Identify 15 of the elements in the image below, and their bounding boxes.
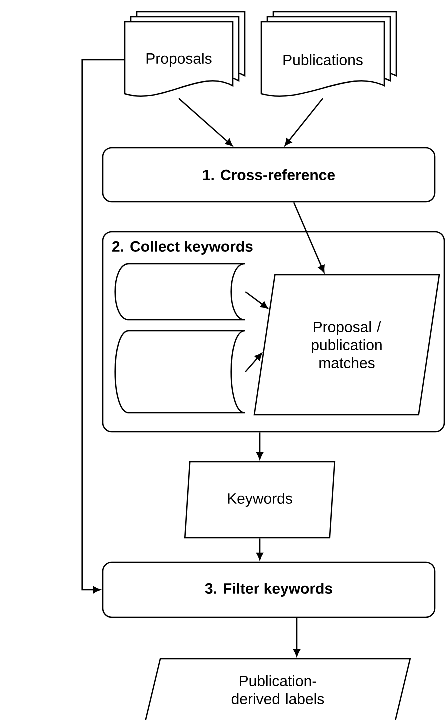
arrow	[245, 353, 262, 372]
arrow	[256, 538, 264, 560]
arrow	[284, 98, 324, 146]
arrow	[256, 432, 264, 460]
process-box: 1. Cross-reference	[102, 147, 436, 203]
arrow	[245, 291, 268, 309]
arrow	[294, 618, 300, 657]
document-stack: Publications	[260, 11, 398, 97]
arrow	[82, 59, 124, 594]
data-store-shape	[114, 263, 246, 321]
document-stack: Proposals	[124, 11, 246, 97]
process-box: 3. Filter keywords	[102, 562, 436, 618]
arrow	[178, 98, 233, 146]
arrow	[293, 202, 325, 273]
data-store-shape	[114, 330, 246, 414]
